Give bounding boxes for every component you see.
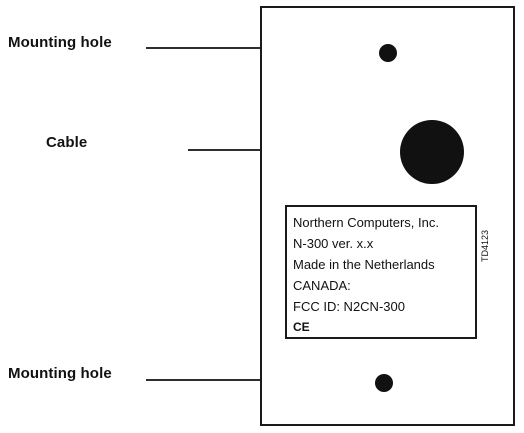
label-fcc-id: FCC ID: N2CN-300	[293, 299, 405, 314]
callout-mounting-hole-bottom: Mounting hole	[8, 365, 112, 382]
label-canada: CANADA:	[293, 278, 351, 293]
top-mounting-hole	[379, 44, 397, 62]
callout-mounting-hole-top: Mounting hole	[8, 34, 112, 51]
callout-cable: Cable	[46, 134, 88, 151]
bottom-mounting-hole	[375, 374, 393, 392]
cable-hole	[400, 120, 464, 184]
drawing-number: TD4123	[480, 229, 490, 262]
product-label: Northern Computers, Inc. N-300 ver. x.x …	[285, 205, 477, 339]
label-manufacturer: Northern Computers, Inc.	[293, 215, 439, 230]
label-origin: Made in the Netherlands	[293, 257, 435, 272]
label-model-version: N-300 ver. x.x	[293, 236, 374, 251]
ce-mark-icon: CE	[293, 320, 310, 334]
